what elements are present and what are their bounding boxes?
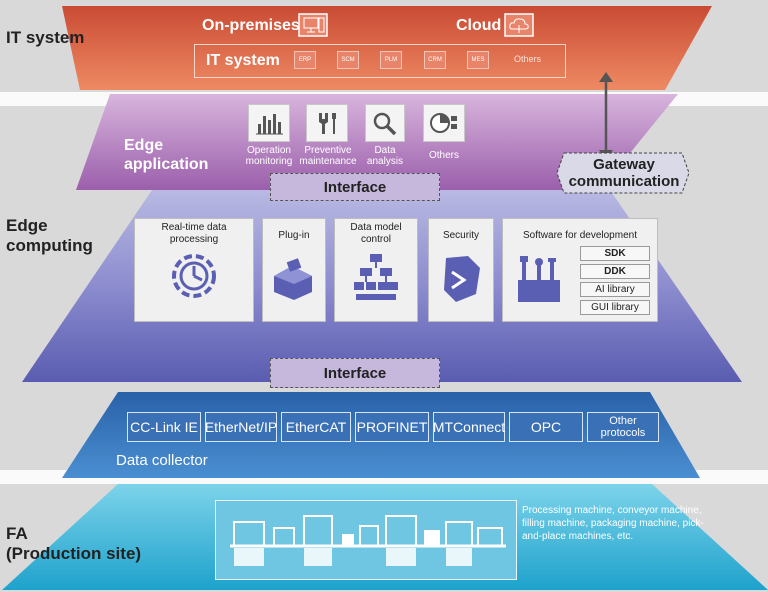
it-others-label: Others xyxy=(514,54,542,64)
protocol-profinet: PROFINET xyxy=(355,412,429,442)
edge-application-label-line2: application xyxy=(124,156,209,173)
edge-computing-side-label: Edge computing xyxy=(6,216,93,256)
protocol-opc: OPC xyxy=(509,412,583,442)
realtime-label-line1: Real-time data xyxy=(161,222,227,233)
protocol-other: Other protocols xyxy=(587,412,659,442)
shield-icon xyxy=(444,256,480,302)
gateway-arrow-icon xyxy=(599,72,613,160)
computer-icon xyxy=(298,13,328,42)
software-development-label: Software for development xyxy=(523,230,637,241)
other-protocols-line2: protocols xyxy=(600,427,646,439)
edge-computing-label-line1: Edge xyxy=(6,216,48,235)
data-analysis-label: Data analysis xyxy=(357,145,413,167)
on-premises-label: On-premises xyxy=(202,17,300,34)
it-badge-erp: ERP xyxy=(294,51,316,69)
interface-bottom: Interface xyxy=(270,358,440,388)
data-model-control-module xyxy=(334,218,418,322)
realtime-label-line2: processing xyxy=(169,234,219,245)
factory-machines-icon xyxy=(230,515,506,566)
others-app-label: Others xyxy=(428,150,459,161)
data-collector-label: Data collector xyxy=(116,452,208,469)
gateway-label-line1: Gateway xyxy=(593,156,655,173)
hierarchy-icon xyxy=(354,254,398,300)
it-system-box xyxy=(194,44,566,78)
security-label: Security xyxy=(442,230,480,241)
others-pie-icon xyxy=(423,104,465,142)
protocol-mtconnect: MTConnect xyxy=(433,412,505,442)
protocol-cc-link-ie: CC-Link IE xyxy=(127,412,201,442)
gateway-communication-label: Gateway communication xyxy=(562,156,686,190)
interface-top: Interface xyxy=(270,173,440,201)
plugin-label: Plug-in xyxy=(278,230,310,241)
data-analysis-line2: analysis xyxy=(366,156,404,167)
toolbox-icon xyxy=(518,256,560,302)
tool-ai-library: AI library xyxy=(580,282,650,297)
tool-sdk: SDK xyxy=(580,246,650,261)
operation-monitoring-icon xyxy=(248,104,290,142)
operation-monitoring-line2: monitoring xyxy=(245,156,293,167)
realtime-gear-clock-icon xyxy=(172,254,216,298)
edge-application-layer xyxy=(76,94,678,190)
preventive-maintenance-label: Preventive maintenance xyxy=(298,145,358,167)
preventive-maintenance-icon xyxy=(306,104,348,142)
edge-application-label: Edge application xyxy=(124,136,208,174)
fa-description: Processing machine, conveyor machine, fi… xyxy=(522,505,704,542)
fa-label-line1: FA xyxy=(6,524,28,543)
gateway-label-line2: communication xyxy=(568,173,680,190)
fa-label-line2: (Production site) xyxy=(6,544,142,563)
preventive-maintenance-line1: Preventive xyxy=(304,145,352,156)
it-badge-crm: CRM xyxy=(424,51,446,69)
operation-monitoring-label: Operation monitoring xyxy=(240,145,298,167)
protocol-ethercat: EtherCAT xyxy=(281,412,351,442)
other-protocols-line1: Other xyxy=(609,415,637,427)
it-system-box-label: IT system xyxy=(206,52,280,69)
it-badge-mes: MES xyxy=(467,51,489,69)
tool-ddk: DDK xyxy=(580,264,650,279)
preventive-maintenance-line2: maintenance xyxy=(299,156,357,167)
protocol-ethernet-ip: EtherNet/IP xyxy=(205,412,277,442)
data-analysis-line1: Data xyxy=(374,145,396,156)
it-badge-plm: PLM xyxy=(380,51,402,69)
fa-side-label: FA (Production site) xyxy=(6,524,141,564)
it-badge-scm: SCM xyxy=(337,51,359,69)
cloud-icon xyxy=(504,13,534,42)
it-system-side-label: IT system xyxy=(6,28,85,47)
factory-line-panel xyxy=(215,500,517,580)
realtime-processing-label: Real-time data processing xyxy=(134,222,254,246)
cloud-label: Cloud xyxy=(456,17,502,34)
data-model-control-label: Data model control xyxy=(334,222,418,246)
edge-computing-label-line2: computing xyxy=(6,236,93,255)
datamodel-label-line1: Data model xyxy=(350,222,402,233)
data-analysis-icon xyxy=(365,104,405,142)
gateway-communication-box xyxy=(556,152,690,194)
tool-gui-library: GUI library xyxy=(580,300,650,315)
edge-application-label-line1: Edge xyxy=(124,137,164,154)
security-module xyxy=(428,218,494,322)
plugin-puzzle-icon xyxy=(274,258,312,300)
operation-monitoring-line1: Operation xyxy=(247,145,291,156)
datamodel-label-line2: control xyxy=(360,234,391,245)
it-layer xyxy=(62,6,712,90)
